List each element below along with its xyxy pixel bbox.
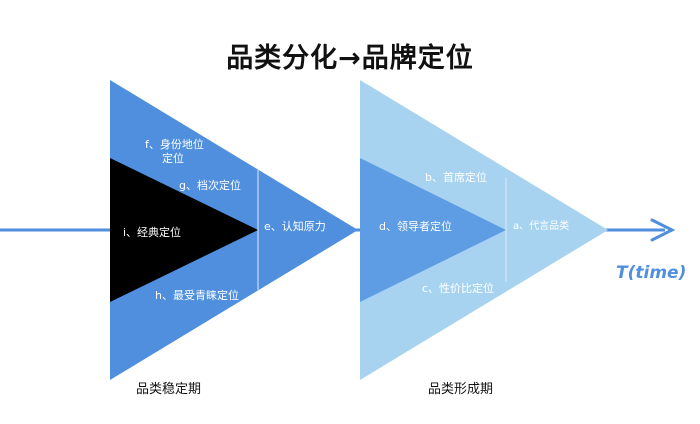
formation-phase-triangle <box>360 80 608 380</box>
label-a: a、代言品类 <box>513 219 569 232</box>
label-i: i、经典定位 <box>123 225 181 239</box>
phase-label-formation: 品类形成期 <box>428 382 493 397</box>
label-d: d、领导者定位 <box>379 219 452 233</box>
label-f-line2: 定位 <box>162 151 184 165</box>
label-f-line1: f、身份地位 <box>145 137 204 151</box>
phase-label-stable: 品类稳定期 <box>136 381 201 397</box>
formation-inner-triangle <box>360 158 506 302</box>
label-b: b、首席定位 <box>425 170 487 184</box>
page-title: 品类分化→品牌定位 <box>226 43 474 74</box>
timeline-arrowhead <box>650 218 676 242</box>
stable-phase-triangle <box>110 80 358 380</box>
label-h: h、最受青睐定位 <box>155 288 239 302</box>
label-e: e、认知原力 <box>264 219 326 233</box>
axis-time-label: T(time) <box>616 263 686 283</box>
stable-inner-triangle <box>110 158 258 302</box>
label-g: g、档次定位 <box>179 178 241 192</box>
label-c: c、性价比定位 <box>422 281 494 295</box>
